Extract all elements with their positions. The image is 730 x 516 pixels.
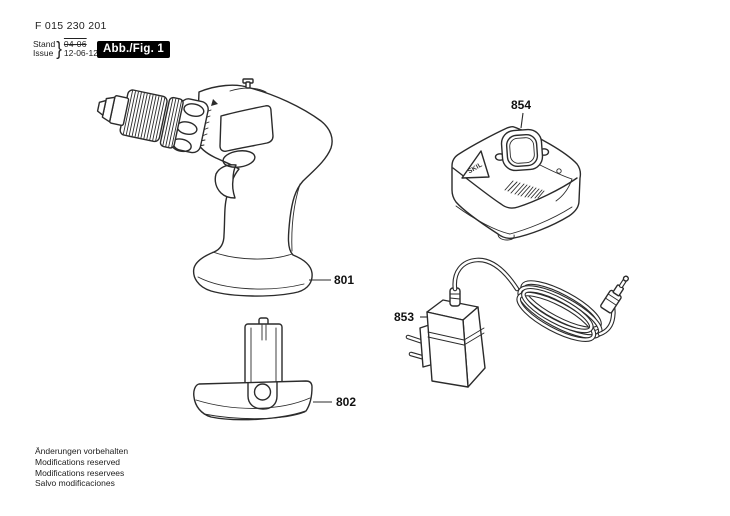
revision-dates: 04-06 12-06-12 [63, 38, 98, 59]
notice-line-fr: Modifications reservees [35, 467, 125, 478]
figure-badge: Abb./Fig. 1 [97, 41, 170, 58]
notice-line-en: Modifications reserved [35, 456, 121, 467]
battery-drawing [193, 317, 332, 421]
adapter-drawing [405, 257, 629, 388]
document-number: F 015 230 201 [35, 20, 107, 32]
part-number-854: 854 [511, 98, 532, 112]
part-number-802: 802 [336, 395, 357, 409]
current-date: 12-06-12 [63, 48, 98, 58]
notice-line-de: Änderungen vorbehalten [35, 446, 129, 456]
part-number-801: 801 [334, 273, 355, 287]
previous-date: 04-06 [63, 38, 87, 49]
notice-line-es: Salvo modificaciones [35, 478, 115, 489]
revision-block: Stand Issue } 04-06 12-06-12 [33, 37, 98, 60]
modifications-notice: Änderungen vorbehalten Modifications res… [35, 446, 128, 489]
charger-drawing: SKIL [451, 112, 582, 241]
issue-label: Issue [33, 48, 54, 58]
drill-drawing [96, 78, 333, 297]
revision-brace: } [56, 37, 62, 60]
stand-label: Stand [33, 38, 56, 49]
part-number-853: 853 [394, 310, 415, 324]
leader-line-854 [520, 112, 524, 129]
revision-labels: Stand Issue [33, 38, 56, 59]
